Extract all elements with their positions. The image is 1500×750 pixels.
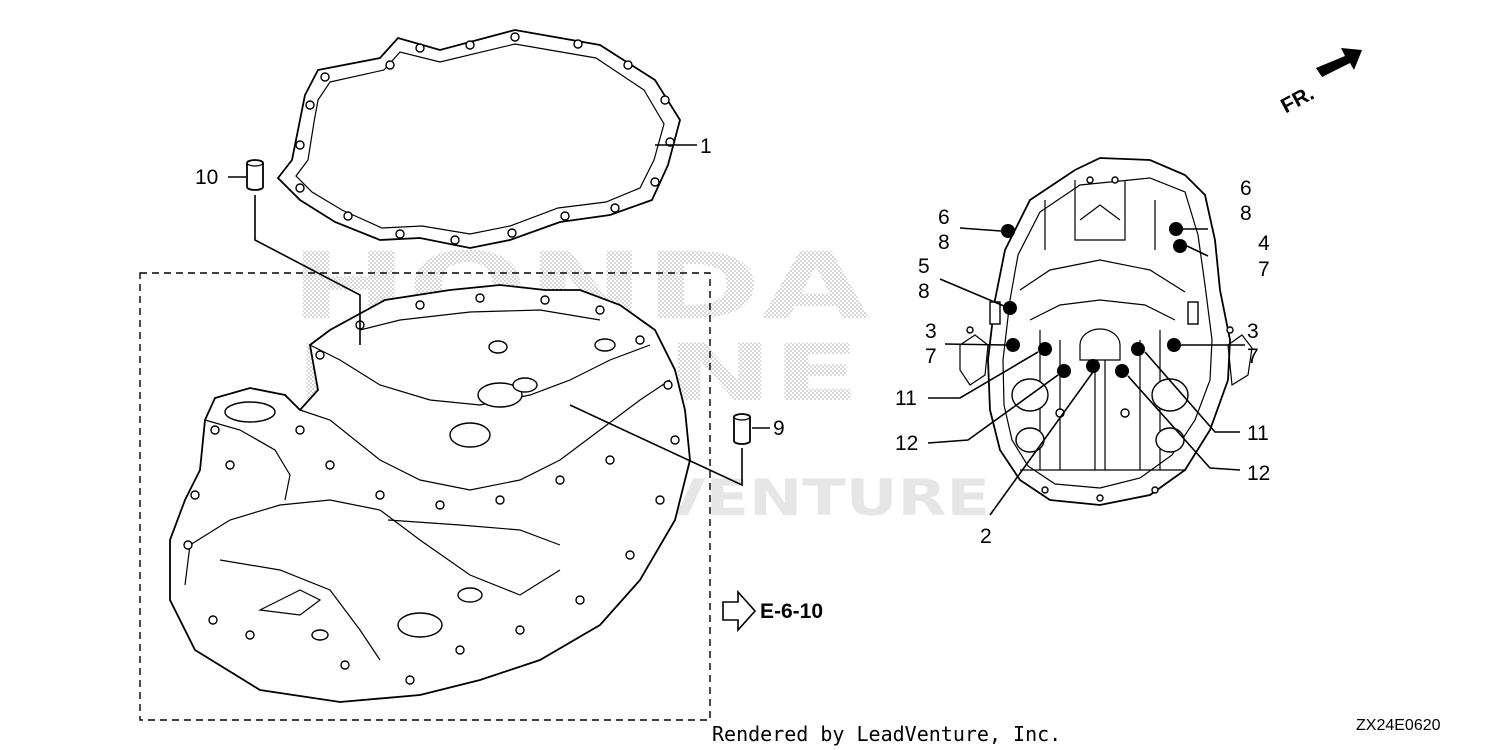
- label-part-10[interactable]: 10: [195, 166, 218, 189]
- diagram-code: ZX24E0620: [1356, 717, 1441, 734]
- reference-label[interactable]: E-6-10: [760, 600, 823, 623]
- front-label: FR.: [1277, 82, 1318, 118]
- reference-link-e-6-10[interactable]: E-6-10: [722, 589, 823, 633]
- assembly-group-box: [139, 272, 711, 721]
- label-part-7-left[interactable]: 7: [925, 345, 937, 368]
- label-part-5[interactable]: 5: [918, 255, 930, 278]
- oil-case-assembly-left[interactable]: [169, 284, 691, 703]
- leader-lines: [228, 144, 1245, 516]
- label-part-12-right[interactable]: 12: [1247, 462, 1270, 485]
- label-part-3-right[interactable]: 3: [1247, 320, 1259, 343]
- label-part-8-mid-left[interactable]: 8: [918, 280, 930, 303]
- label-part-2[interactable]: 2: [980, 525, 992, 548]
- label-part-11-right[interactable]: 11: [1247, 422, 1269, 445]
- label-part-9[interactable]: 9: [773, 417, 785, 440]
- label-part-6-left[interactable]: 6: [938, 206, 950, 229]
- label-part-12-left[interactable]: 12: [895, 432, 918, 455]
- gasket-part-1[interactable]: [276, 29, 681, 249]
- dowel-part-9[interactable]: [733, 413, 751, 445]
- label-part-7-top-right[interactable]: 7: [1258, 258, 1270, 281]
- oil-case-bottom-view-right[interactable]: [959, 157, 1253, 506]
- label-part-8-top-left[interactable]: 8: [938, 231, 950, 254]
- orings-markers: [1001, 222, 1187, 378]
- footer-credit: Rendered by LeadVenture, Inc.: [712, 722, 1061, 746]
- label-part-11-left[interactable]: 11: [895, 387, 917, 410]
- part-number-labels: 1 10 9 6 8 5 8 3 7 11 12 2 6 8 4 7 3 7 1…: [195, 135, 1270, 548]
- dowel-part-10[interactable]: [246, 159, 264, 191]
- label-part-7-right[interactable]: 7: [1247, 345, 1259, 368]
- label-part-6-right[interactable]: 6: [1240, 177, 1252, 200]
- label-part-1[interactable]: 1: [700, 135, 712, 158]
- gasket-bolt-holes: [295, 32, 675, 245]
- front-direction-indicator: FR.: [1277, 48, 1362, 118]
- reference-arrow-icon: [722, 589, 757, 633]
- label-part-4[interactable]: 4: [1258, 232, 1270, 255]
- front-arrow-icon: [1316, 48, 1362, 77]
- label-part-8-top-right[interactable]: 8: [1240, 202, 1252, 225]
- label-part-3-left[interactable]: 3: [925, 320, 937, 343]
